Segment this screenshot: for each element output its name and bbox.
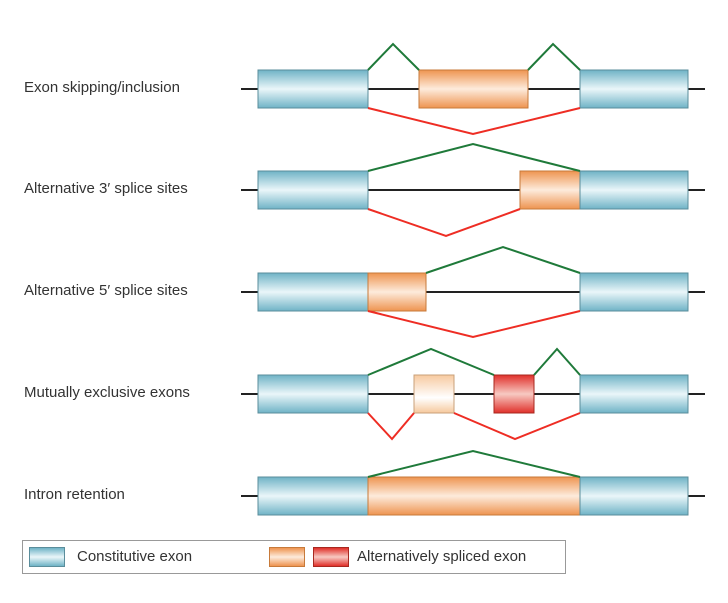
skipping-path bbox=[367, 310, 581, 339]
constitutive-exon bbox=[579, 272, 689, 312]
constitutive-exon bbox=[579, 170, 689, 210]
legend-constitutive-label: Constitutive exon bbox=[77, 548, 193, 565]
row-label-intron-retention: Intron retention bbox=[24, 486, 125, 503]
row-exon-skipping bbox=[241, 42, 705, 136]
constitutive-exon bbox=[579, 69, 689, 109]
row-label-alt-3-prime: Alternative 3′ splice sites bbox=[24, 180, 188, 197]
row-label-mutually-exclusive: Mutually exclusive exons bbox=[24, 384, 190, 401]
inclusion-path bbox=[367, 142, 581, 172]
inclusion-path bbox=[367, 347, 495, 376]
alternative-exon bbox=[519, 170, 581, 210]
row-alt-3-prime bbox=[241, 142, 705, 238]
legend-alternative-red-swatch bbox=[313, 547, 349, 567]
alternative-exon-pale bbox=[413, 374, 455, 414]
constitutive-exon bbox=[257, 476, 369, 516]
inclusion-path bbox=[533, 347, 581, 376]
constitutive-exon bbox=[257, 69, 369, 109]
skipping-path bbox=[367, 412, 415, 441]
row-mutually-exclusive bbox=[241, 347, 705, 441]
skipping-path bbox=[367, 107, 581, 136]
constitutive-exon bbox=[257, 272, 369, 312]
inclusion-path bbox=[425, 245, 581, 274]
constitutive-exon bbox=[257, 170, 369, 210]
legend: Constitutive exon Alternatively spliced … bbox=[22, 540, 566, 574]
inclusion-path bbox=[367, 42, 420, 71]
inclusion-path bbox=[367, 449, 581, 478]
row-alt-5-prime bbox=[241, 245, 705, 339]
alternative-exon bbox=[367, 272, 427, 312]
inclusion-path bbox=[527, 42, 581, 71]
skipping-path bbox=[367, 208, 521, 238]
constitutive-exon bbox=[257, 374, 369, 414]
constitutive-exon bbox=[579, 374, 689, 414]
row-label-alt-5-prime: Alternative 5′ splice sites bbox=[24, 282, 188, 299]
row-label-exon-skipping: Exon skipping/inclusion bbox=[24, 79, 180, 96]
alternative-exon-red bbox=[493, 374, 535, 414]
row-intron-retention bbox=[241, 449, 705, 516]
alternative-exon bbox=[418, 69, 529, 109]
constitutive-exon bbox=[579, 476, 689, 516]
skipping-path bbox=[453, 412, 581, 441]
legend-alternative-orange-swatch bbox=[269, 547, 305, 567]
legend-alternative-label: Alternatively spliced exon bbox=[357, 548, 527, 565]
legend-constitutive-swatch bbox=[29, 547, 65, 567]
retained-intron bbox=[367, 476, 581, 516]
